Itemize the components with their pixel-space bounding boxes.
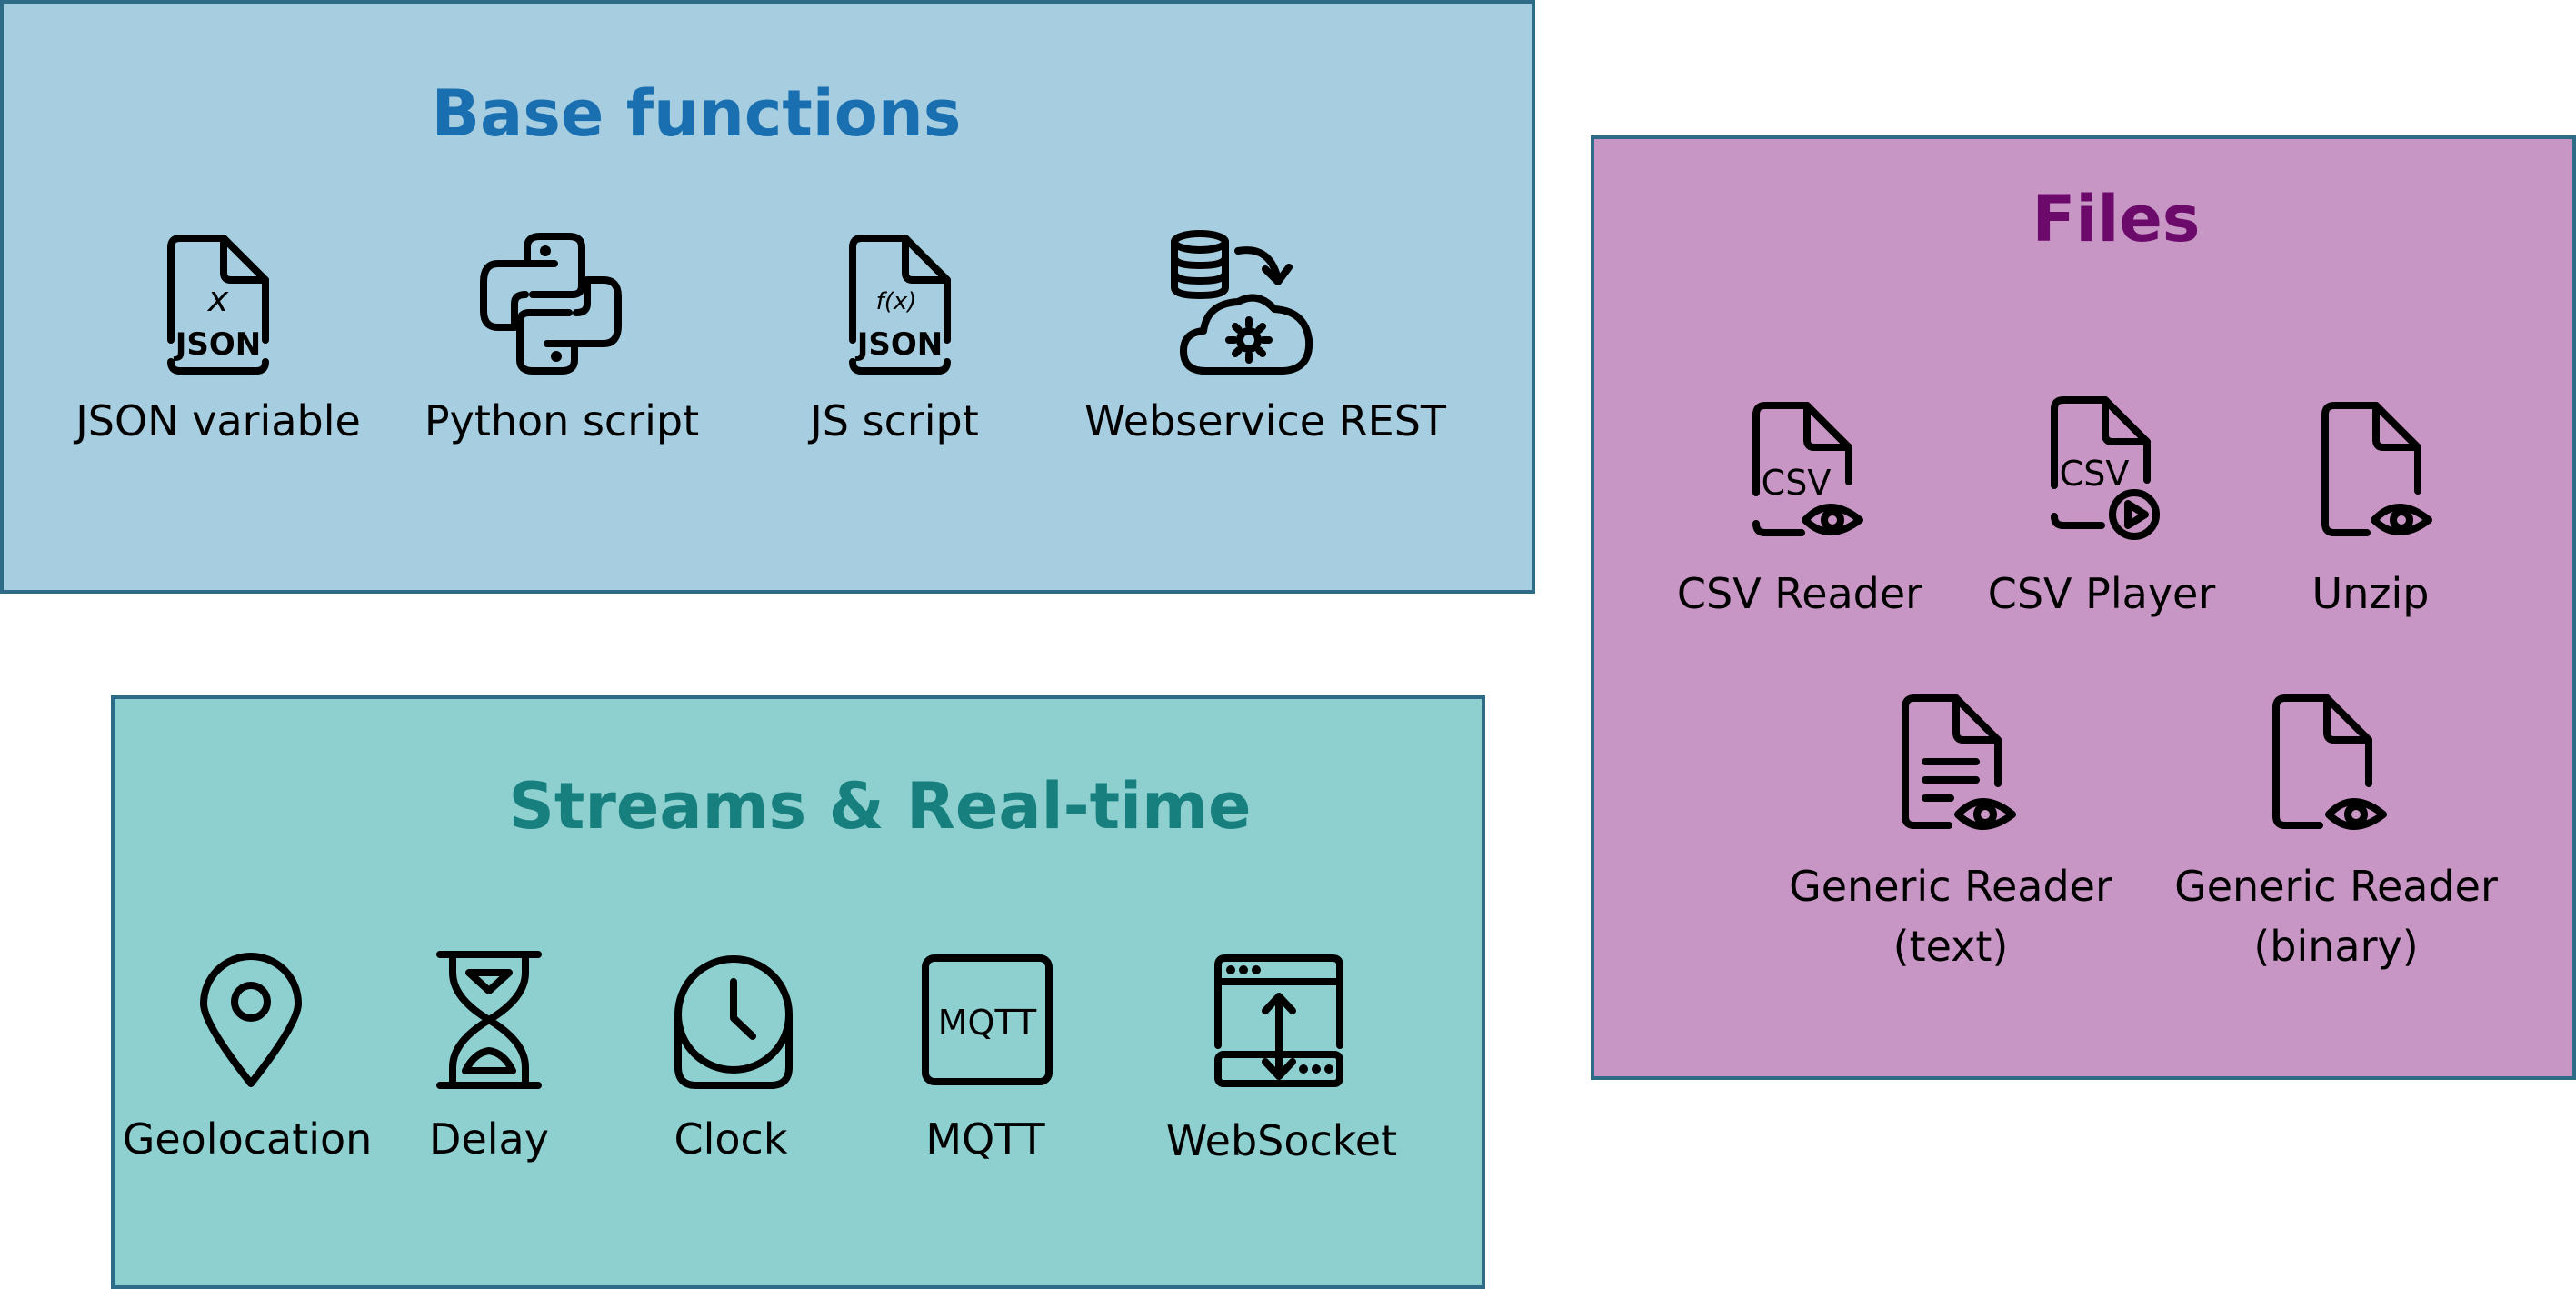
- generic-reader-binary-label-line2: (binary): [2253, 922, 2419, 971]
- unzip-label: Unzip: [2311, 569, 2430, 618]
- csv-player-icon-text: CSV: [2060, 454, 2130, 494]
- webservice-rest-label: Webservice REST: [1083, 396, 1447, 445]
- base-functions-title: Base functions: [431, 76, 962, 151]
- files-title: Files: [2032, 182, 2201, 256]
- text-file-eye-icon[interactable]: [1896, 693, 2020, 836]
- generic-reader-text-label-line2: (text): [1892, 922, 2009, 971]
- base-functions-panel: [0, 0, 1535, 594]
- csv-reader-icon[interactable]: CSV: [1747, 400, 1867, 542]
- js-function-icon-text: JSON: [855, 326, 944, 363]
- csv-reader-icon-text: CSV: [1762, 463, 1832, 503]
- json-variable-icon-text: JSON: [174, 326, 262, 363]
- generic-reader-binary-label-line1: Generic Reader: [2174, 862, 2498, 911]
- binary-file-eye-icon[interactable]: [2267, 693, 2391, 836]
- json-variable-icon[interactable]: x JSON: [162, 233, 275, 376]
- streams-title: Streams & Real-time: [508, 769, 1252, 844]
- csv-reader-label: CSV Reader: [1676, 569, 1923, 618]
- js-function-icon[interactable]: f(x) JSON: [844, 233, 956, 376]
- js-function-symbol: f(x): [876, 288, 917, 315]
- python-script-label: Python script: [424, 396, 700, 445]
- json-variable-symbol: x: [207, 279, 229, 319]
- map-pin-icon[interactable]: [198, 949, 304, 1089]
- hourglass-icon[interactable]: [434, 949, 544, 1091]
- clock-label: Clock: [674, 1114, 788, 1164]
- streams-panel: [111, 695, 1485, 1289]
- websocket-icon[interactable]: [1213, 953, 1345, 1089]
- generic-reader-text-label-line1: Generic Reader: [1789, 862, 2112, 911]
- json-variable-label: JSON variable: [75, 396, 361, 445]
- csv-player-icon[interactable]: CSV: [2045, 395, 2165, 542]
- geolocation-label: Geolocation: [122, 1114, 373, 1164]
- delay-label: Delay: [429, 1114, 549, 1164]
- csv-player-label: CSV Player: [1987, 569, 2216, 618]
- file-eye-icon[interactable]: [2316, 400, 2436, 542]
- websocket-label: WebSocket: [1165, 1116, 1398, 1165]
- clock-icon[interactable]: [673, 951, 794, 1091]
- mqtt-icon[interactable]: MQTT: [920, 953, 1054, 1087]
- files-panel: [1591, 135, 2576, 1080]
- js-script-label: JS script: [810, 396, 979, 445]
- mqtt-label: MQTT: [925, 1114, 1045, 1164]
- mqtt-icon-text: MQTT: [938, 1003, 1037, 1043]
- database-cloud-icon[interactable]: [1169, 229, 1318, 378]
- python-icon[interactable]: [478, 231, 624, 376]
